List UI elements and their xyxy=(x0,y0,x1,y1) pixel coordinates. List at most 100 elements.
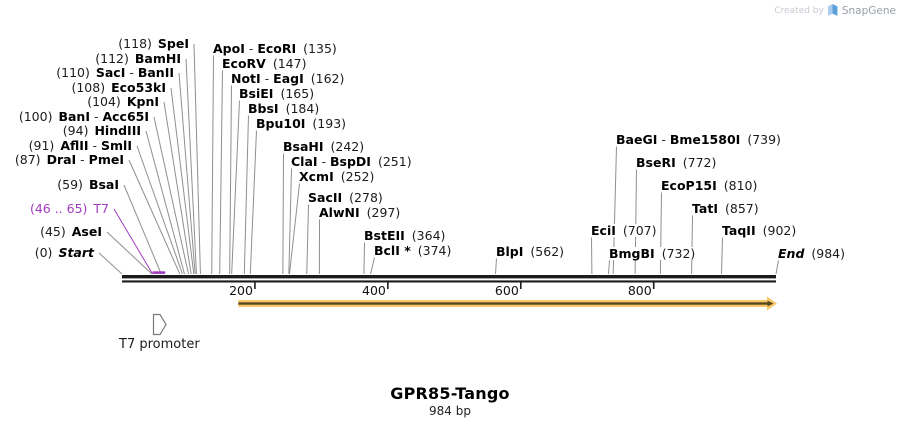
enzyme-label-spei[interactable]: (118)SpeI xyxy=(117,37,190,50)
enzyme-label-drai-pmei[interactable]: (87)DraI - PmeI xyxy=(13,152,125,167)
site-name: KpnI xyxy=(126,94,159,109)
site-name: BamHI xyxy=(134,51,181,66)
site-name: AseI xyxy=(71,224,102,239)
enzyme-label-bbsi[interactable]: BbsI(184) xyxy=(247,101,321,116)
connector-line xyxy=(363,242,365,275)
site-name: AlwNI xyxy=(319,205,360,220)
site-name: BsiEI xyxy=(239,86,274,101)
site-name: PmeI xyxy=(88,152,124,167)
site-name: SacII xyxy=(308,190,343,205)
site-name: BclI * xyxy=(374,243,411,258)
enzyme-label-bsiei[interactable]: BsiEI (165) xyxy=(238,86,316,101)
site-name: T7 xyxy=(93,201,109,216)
enzyme-label-bsai[interactable]: (59)BsaI xyxy=(56,178,120,191)
connector-line xyxy=(153,116,189,275)
label-t7[interactable]: (46 .. 65) T7 xyxy=(28,201,110,216)
site-position: (707) xyxy=(622,223,657,238)
enzyme-label-eco53ki[interactable]: (108)Eco53kI xyxy=(70,81,167,94)
t7-promoter-glyph-icon[interactable] xyxy=(152,313,167,336)
enzyme-label-alwni[interactable]: AlwNI(297) xyxy=(318,205,402,220)
connector-line xyxy=(659,192,662,275)
site-position: (91) xyxy=(28,138,55,153)
enzyme-label-taqii[interactable]: TaqII(902) xyxy=(721,223,798,238)
site-position: (739) xyxy=(747,132,781,147)
site-position: (100) xyxy=(18,109,53,124)
enzyme-label-bmgbi[interactable]: BmgBI(732) xyxy=(608,246,697,261)
enzyme-label-aflii-smli[interactable]: (91)AflII - SmlI xyxy=(27,138,133,153)
site-position: (46 .. 65) xyxy=(29,201,88,216)
enzyme-label-bani-acc65i[interactable]: (100)BanI - Acc65I xyxy=(17,109,150,124)
enzyme-label-bsteii[interactable]: BstEII(364) xyxy=(363,229,447,242)
label-end[interactable]: End(984) xyxy=(777,246,847,261)
enzyme-label-kpni[interactable]: (104) KpnI xyxy=(86,95,160,108)
enzyme-label-bamhi[interactable]: (112)BamHI xyxy=(94,52,182,65)
enzyme-label-bpu10i[interactable]: Bpu10I(193) xyxy=(255,117,348,130)
enzyme-label-saci-banii[interactable]: (110)SacI - BanII xyxy=(55,66,175,79)
site-name: SpeI xyxy=(157,36,189,51)
site-name: AflII xyxy=(60,138,89,153)
construct-title: GPR85-Tango xyxy=(390,384,510,403)
connector-line xyxy=(229,85,232,275)
sequence-line-bottom[interactable] xyxy=(122,280,776,283)
site-name: XcmI xyxy=(299,169,334,184)
connector-line xyxy=(123,184,162,275)
enzyme-label-baegi-bme1580i[interactable]: BaeGI - Bme1580I (739) xyxy=(615,133,782,146)
enzyme-label-ecorv[interactable]: EcoRV(147) xyxy=(221,57,308,70)
t7-promoter-label[interactable]: T7 promoter xyxy=(119,337,200,352)
site-name-separator: - xyxy=(88,138,102,153)
site-name: Bme1580I xyxy=(669,132,741,147)
enzyme-label-asei[interactable]: (45) AseI xyxy=(39,225,103,238)
enzyme-label-clai-bspdi[interactable]: ClaI - BspDI(251) xyxy=(290,155,413,168)
enzyme-label-xcmi[interactable]: XcmI (252) xyxy=(298,169,376,184)
axis-tick xyxy=(652,282,655,289)
site-position: (165) xyxy=(280,86,315,101)
site-position: (104) xyxy=(87,94,121,109)
site-position: (857) xyxy=(724,201,759,216)
watermark-created-by: Created by xyxy=(774,5,824,16)
site-name-separator: - xyxy=(260,71,274,86)
enzyme-label-tati[interactable]: TatI(857) xyxy=(691,202,760,215)
enzyme-label-bcli[interactable]: BclI *(374) xyxy=(373,243,453,258)
site-name-separator: - xyxy=(657,132,670,147)
site-name: BmgBI xyxy=(609,246,655,261)
enzyme-label-blpi[interactable]: BlpI (562) xyxy=(495,244,566,259)
enzyme-label-noti-eagi[interactable]: NotI - EagI(162) xyxy=(230,71,346,86)
site-position: (0) xyxy=(34,245,53,260)
enzyme-label-sacii[interactable]: SacII (278) xyxy=(307,191,384,204)
site-name: End xyxy=(778,246,805,261)
enzyme-label-ecop15i[interactable]: EcoP15I(810) xyxy=(660,178,759,193)
enzyme-label-hindiii[interactable]: (94)HindIII xyxy=(61,123,142,138)
enzyme-label-ecii[interactable]: EciI (707) xyxy=(590,224,658,237)
sequence-line-top[interactable] xyxy=(122,275,776,279)
site-name: EciI xyxy=(591,223,616,238)
connector-line xyxy=(306,204,309,275)
t7-promoter-bar[interactable] xyxy=(152,271,166,274)
axis-tick xyxy=(254,282,256,289)
site-position: (94) xyxy=(62,123,89,138)
site-position: (562) xyxy=(530,244,565,259)
site-name: TaqII xyxy=(722,223,756,238)
connector-line xyxy=(170,87,195,275)
site-position: (252) xyxy=(340,169,375,184)
site-position: (162) xyxy=(310,71,345,86)
site-position: (45) xyxy=(40,224,66,239)
site-name: BlpI xyxy=(496,244,524,259)
connector-line xyxy=(775,260,779,275)
enzyme-label-bseri[interactable]: BseRI(772) xyxy=(635,156,718,169)
enzyme-label-bsahi[interactable]: BsaHI(242) xyxy=(282,140,366,153)
site-name: Acc65I xyxy=(102,109,149,124)
site-name-separator: - xyxy=(125,65,138,80)
label-start[interactable]: (0)Start xyxy=(33,245,95,260)
connector-line xyxy=(691,215,693,275)
site-name-separator: - xyxy=(76,152,89,167)
connector-line xyxy=(185,58,197,275)
site-name: BaeGI xyxy=(616,132,658,147)
site-name: EcoP15I xyxy=(661,178,717,193)
orf-arrow-core xyxy=(238,302,768,305)
site-name: BbsI xyxy=(248,101,279,116)
enzyme-label-apoi-ecori[interactable]: ApoI - EcoRI(135) xyxy=(212,42,338,55)
axis-tick xyxy=(387,282,389,289)
site-name: ClaI xyxy=(291,154,318,169)
site-position: (278) xyxy=(349,190,383,205)
watermark-brand: SnapGene xyxy=(841,4,896,17)
